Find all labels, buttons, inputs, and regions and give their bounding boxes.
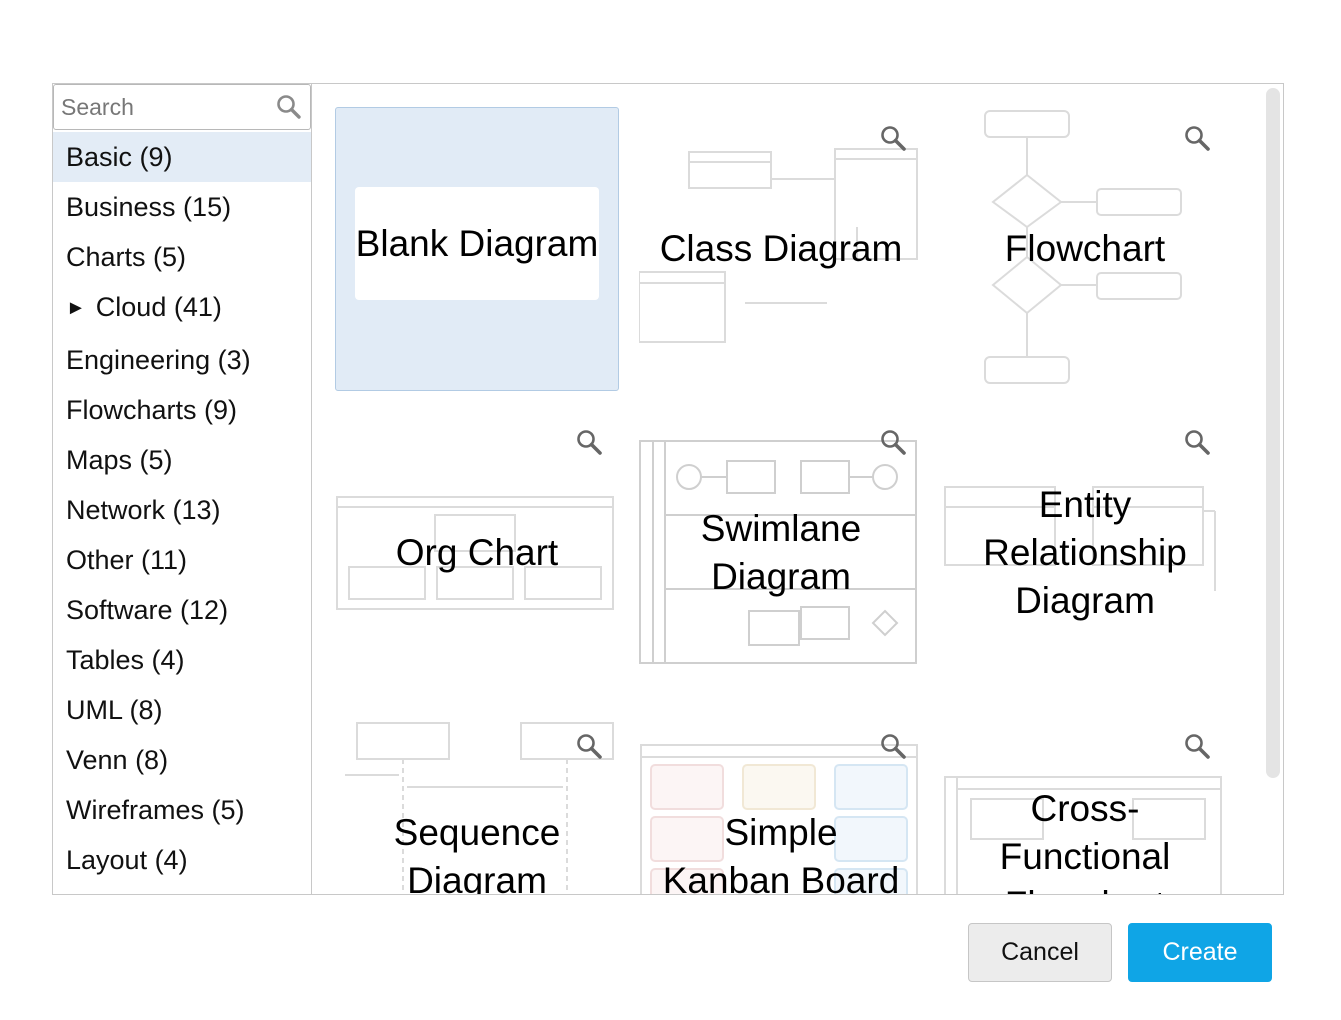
cross-functional-preview — [944, 776, 1222, 894]
category-software[interactable]: Software (12) — [66, 595, 229, 625]
category-cloud-label: Cloud (41) — [95, 292, 222, 322]
sequence-preview — [345, 722, 614, 894]
template-flowchart[interactable]: Flowchart — [943, 107, 1227, 391]
template-label: Class Diagram — [659, 228, 903, 269]
category-layout[interactable]: Layout (4) — [66, 845, 188, 875]
org-chart-preview — [336, 496, 614, 610]
template-label: Entity Relationship Diagram — [983, 484, 1187, 621]
category-business[interactable]: Business (15) — [66, 192, 232, 222]
template-scrollbar[interactable] — [1266, 88, 1280, 888]
template-label: Sequence Diagram — [393, 812, 561, 894]
cancel-button[interactable]: Cancel — [968, 923, 1112, 982]
magnifier-icon[interactable] — [879, 428, 907, 456]
template-entity-relationship-diagram[interactable]: Entity Relationship Diagram — [943, 411, 1227, 695]
category-venn[interactable]: Venn (8) — [66, 745, 169, 775]
class-diagram-preview — [639, 148, 918, 343]
template-label: Flowchart — [1004, 228, 1166, 269]
template-cross-functional-flowchart[interactable]: Cross-Functional Flowchart — [943, 715, 1227, 894]
category-wireframes[interactable]: Wireframes (5) — [66, 795, 245, 825]
create-button[interactable]: Create — [1128, 923, 1272, 982]
search-icon[interactable] — [276, 94, 302, 120]
template-dialog: Basic (9) Business (15) Charts (5) ► Clou… — [52, 83, 1284, 895]
category-sidebar: Basic (9) Business (15) Charts (5) ► Clou… — [53, 84, 312, 894]
swimlane-preview — [639, 440, 917, 664]
magnifier-icon[interactable] — [879, 732, 907, 760]
category-tables[interactable]: Tables (4) — [66, 645, 185, 675]
category-basic[interactable]: Basic (9) — [53, 132, 311, 182]
magnifier-icon[interactable] — [1183, 428, 1211, 456]
template-simple-kanban-board[interactable]: Simple Kanban Board — [639, 715, 923, 894]
category-engineering[interactable]: Engineering (3) — [66, 345, 251, 375]
template-org-chart[interactable]: Org Chart — [335, 411, 619, 695]
template-label: Cross-Functional Flowchart — [999, 788, 1171, 894]
category-uml[interactable]: UML (8) — [66, 695, 163, 725]
flowchart-preview — [984, 110, 1182, 384]
category-maps[interactable]: Maps (5) — [66, 445, 173, 475]
category-other[interactable]: Other (11) — [66, 545, 188, 575]
er-diagram-preview — [944, 486, 1216, 591]
template-label: Swimlane Diagram — [700, 508, 862, 597]
template-sequence-diagram[interactable]: Sequence Diagram — [335, 715, 619, 894]
search-input[interactable] — [54, 85, 264, 129]
template-grid: Blank Diagram Class Diagram — [313, 84, 1283, 894]
category-network[interactable]: Network (13) — [66, 495, 221, 525]
scrollbar-thumb[interactable] — [1266, 88, 1280, 778]
triangle-right-icon: ► — [66, 297, 86, 319]
template-label: Org Chart — [395, 532, 559, 573]
search-box — [53, 84, 311, 130]
magnifier-icon[interactable] — [879, 124, 907, 152]
template-blank-diagram[interactable]: Blank Diagram — [335, 107, 619, 391]
template-label-box: Blank Diagram — [355, 187, 599, 300]
category-flowcharts[interactable]: Flowcharts (9) — [66, 395, 238, 425]
kanban-preview — [640, 744, 918, 894]
template-swimlane-diagram[interactable]: Swimlane Diagram — [639, 411, 923, 695]
category-cloud[interactable]: ► Cloud (41) — [53, 282, 311, 335]
category-list: Basic (9) Business (15) Charts (5) ► Clou… — [53, 132, 311, 885]
template-label: Blank Diagram — [355, 222, 599, 264]
template-label: Simple Kanban Board — [662, 812, 900, 894]
template-class-diagram[interactable]: Class Diagram — [639, 107, 923, 391]
magnifier-icon[interactable] — [1183, 732, 1211, 760]
magnifier-icon[interactable] — [1183, 124, 1211, 152]
category-charts[interactable]: Charts (5) — [66, 242, 187, 272]
magnifier-icon[interactable] — [575, 732, 603, 760]
magnifier-icon[interactable] — [575, 428, 603, 456]
